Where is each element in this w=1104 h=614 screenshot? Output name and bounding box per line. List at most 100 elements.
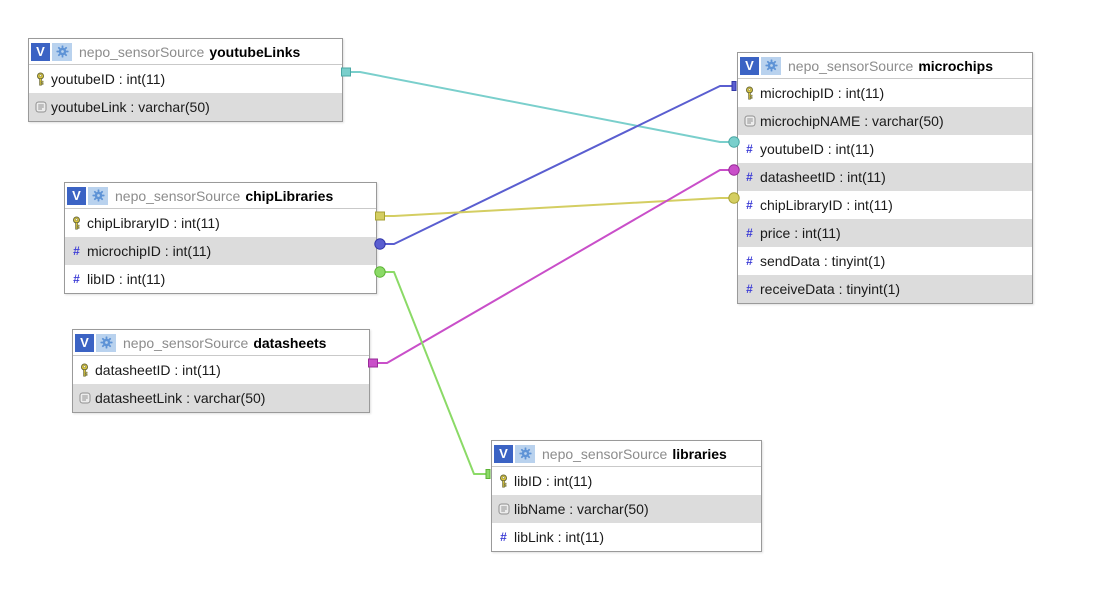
column-list: youtubeID : int(11) youtubeLink : varcha… [29, 65, 342, 121]
table-options-button[interactable] [515, 444, 535, 463]
column-row-microchips-sendData[interactable]: # sendData : tinyint(1) [738, 247, 1032, 275]
view-toggle-badge[interactable]: V [31, 42, 50, 61]
numeric-field-icon: # [73, 244, 80, 258]
schema-name: nepo_sensorSource [79, 43, 205, 60]
column-row-microchips-microchipID[interactable]: microchipID : int(11) [738, 79, 1032, 107]
table-microchips[interactable]: V nepo_sensorS [737, 52, 1033, 304]
relation-line-chipLibraries_chipLibraryID-to-microchips_chipLibraryID [379, 197, 735, 217]
table-options-button[interactable] [761, 56, 781, 75]
numeric-field-icon: # [746, 142, 753, 156]
table-options-button[interactable] [88, 186, 108, 205]
column-label: chipLibraryID : int(11) [87, 215, 220, 231]
table-header[interactable]: V nepo_sensorS [73, 330, 369, 356]
column-row-chipLibraries-libID[interactable]: # libID : int(11) [65, 265, 376, 293]
gear-icon [55, 45, 69, 58]
table-youtubeLinks[interactable]: V nepo_sensorS [28, 38, 343, 122]
column-list: chipLibraryID : int(11) # microchipID : … [65, 209, 376, 293]
text-field-icon [35, 101, 46, 113]
table-header[interactable]: V nepo_sensorS [738, 53, 1032, 79]
column-label: libName : varchar(50) [514, 501, 649, 517]
schema-name: nepo_sensorSource [115, 187, 241, 204]
numeric-field-icon: # [746, 170, 753, 184]
primary-key-icon [73, 216, 80, 230]
column-row-microchips-price[interactable]: # price : int(11) [738, 219, 1032, 247]
column-label: microchipID : int(11) [760, 85, 885, 101]
column-row-libraries-libLink[interactable]: # libLink : int(11) [492, 523, 761, 551]
column-row-libraries-libName[interactable]: libName : varchar(50) [492, 495, 761, 523]
column-row-chipLibraries-chipLibraryID[interactable]: chipLibraryID : int(11) [65, 209, 376, 237]
column-label: microchipID : int(11) [87, 243, 212, 259]
column-label: microchipNAME : varchar(50) [760, 113, 944, 129]
table-name: libraries [672, 445, 727, 462]
table-header[interactable]: V nepo_sensorS [65, 183, 376, 209]
numeric-field-icon: # [746, 254, 753, 268]
relation-line-chipLibraries_microchipID-to-microchips_microchipID [379, 85, 735, 245]
table-options-button[interactable] [96, 333, 116, 352]
primary-key-icon [500, 474, 507, 488]
text-field-icon [79, 392, 90, 404]
column-row-chipLibraries-microchipID[interactable]: # microchipID : int(11) [65, 237, 376, 265]
square-marker-libraries-libID [485, 469, 491, 479]
gear-icon [764, 59, 778, 72]
relation-line-chipLibraries_libID-to-libraries_libID [379, 271, 489, 475]
column-row-datasheets-datasheetLink[interactable]: datasheetLink : varchar(50) [73, 384, 369, 412]
table-header[interactable]: V nepo_sensorS [29, 39, 342, 65]
column-row-youtubeLinks-youtubeLink[interactable]: youtubeLink : varchar(50) [29, 93, 342, 121]
relation-line-datasheets_datasheetID-to-microchips_datasheetID [372, 169, 735, 364]
column-list: datasheetID : int(11) datasheetLink : va… [73, 356, 369, 412]
column-row-datasheets-datasheetID[interactable]: datasheetID : int(11) [73, 356, 369, 384]
table-name: youtubeLinks [209, 43, 301, 60]
view-toggle-badge[interactable]: V [740, 56, 759, 75]
table-name: chipLibraries [245, 187, 334, 204]
text-field-icon [744, 115, 755, 127]
table-libraries[interactable]: V nepo_sensorS [491, 440, 762, 552]
column-label: receiveData : tinyint(1) [760, 281, 901, 297]
column-row-microchips-datasheetID[interactable]: # datasheetID : int(11) [738, 163, 1032, 191]
column-row-microchips-chipLibraryID[interactable]: # chipLibraryID : int(11) [738, 191, 1032, 219]
column-label: libID : int(11) [87, 271, 166, 287]
numeric-field-icon: # [746, 226, 753, 240]
column-row-youtubeLinks-youtubeID[interactable]: youtubeID : int(11) [29, 65, 342, 93]
column-row-libraries-libID[interactable]: libID : int(11) [492, 467, 761, 495]
table-header[interactable]: V nepo_sensorS [492, 441, 761, 467]
schema-name: nepo_sensorSource [788, 57, 914, 74]
primary-key-icon [37, 72, 44, 86]
table-options-button[interactable] [52, 42, 72, 61]
column-label: price : int(11) [760, 225, 841, 241]
table-name: datasheets [253, 334, 327, 351]
numeric-field-icon: # [73, 272, 80, 286]
column-list: libID : int(11) libName : varchar(50) # … [492, 467, 761, 551]
column-label: datasheetID : int(11) [760, 169, 886, 185]
column-row-microchips-youtubeID[interactable]: # youtubeID : int(11) [738, 135, 1032, 163]
column-label: libLink : int(11) [514, 529, 605, 545]
column-label: datasheetLink : varchar(50) [95, 390, 266, 406]
column-label: libID : int(11) [514, 473, 593, 489]
primary-key-icon [746, 86, 753, 100]
view-toggle-badge[interactable]: V [75, 333, 94, 352]
column-row-microchips-microchipNAME[interactable]: microchipNAME : varchar(50) [738, 107, 1032, 135]
relation-line-youtubeLinks_youtubeID-to-microchips_youtubeID [345, 71, 735, 143]
table-name: microchips [918, 57, 994, 74]
column-list: microchipID : int(11) microchipNAME : va… [738, 79, 1032, 303]
primary-key-icon [81, 363, 88, 377]
schema-name: nepo_sensorSource [123, 334, 249, 351]
table-chipLibraries[interactable]: V nepo_sensorS [64, 182, 377, 294]
numeric-field-icon: # [746, 198, 753, 212]
column-label: sendData : tinyint(1) [760, 253, 886, 269]
text-field-icon [498, 503, 509, 515]
gear-icon [518, 447, 532, 460]
gear-icon [91, 189, 105, 202]
view-toggle-badge[interactable]: V [494, 444, 513, 463]
column-label: youtubeLink : varchar(50) [51, 99, 210, 115]
table-datasheets[interactable]: V nepo_sensorS [72, 329, 370, 413]
square-marker-microchips-microchipID [731, 81, 737, 91]
view-toggle-badge[interactable]: V [67, 186, 86, 205]
column-label: chipLibraryID : int(11) [760, 197, 893, 213]
gear-icon [99, 336, 113, 349]
schema-name: nepo_sensorSource [542, 445, 668, 462]
column-label: youtubeID : int(11) [51, 71, 166, 87]
column-label: youtubeID : int(11) [760, 141, 875, 157]
column-row-microchips-receiveData[interactable]: # receiveData : tinyint(1) [738, 275, 1032, 303]
numeric-field-icon: # [500, 530, 507, 544]
